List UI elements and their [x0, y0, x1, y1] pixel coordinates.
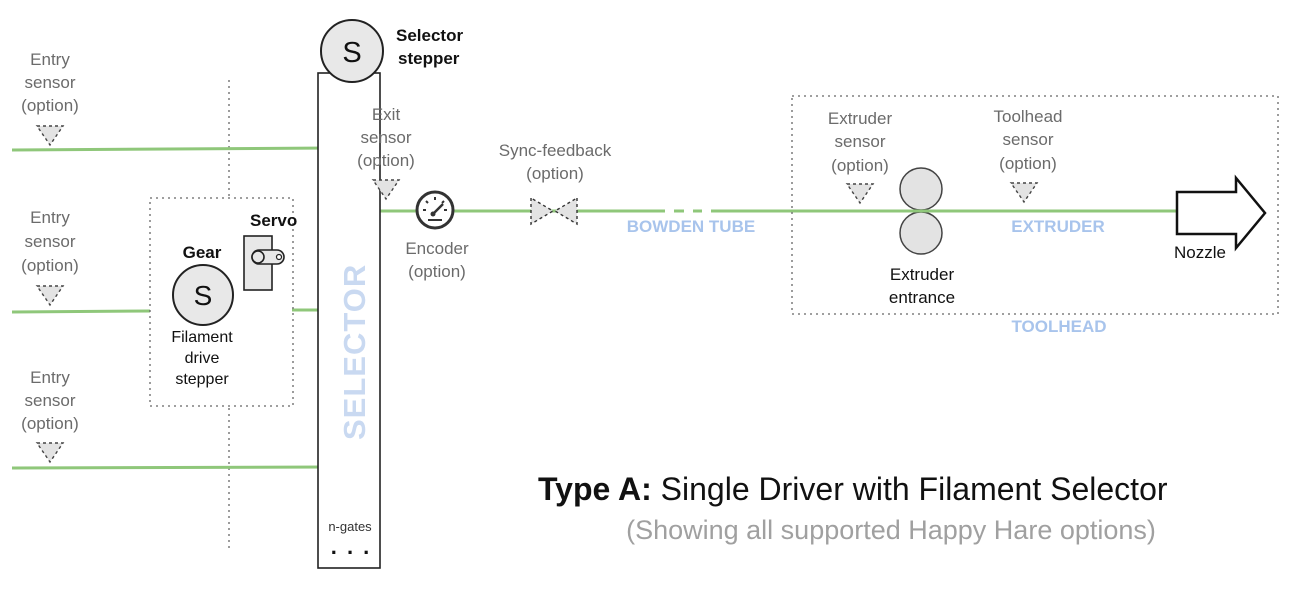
entry-sensor-1-label-line3: (option) — [21, 96, 79, 115]
exit-sensor-icon — [371, 179, 401, 201]
entry-sensor-3-label-line1: Entry — [30, 368, 70, 387]
toolhead-sensor-label-line2: sensor — [1002, 130, 1053, 149]
encoder-gauge-icon — [415, 190, 455, 230]
selector-rail — [317, 72, 381, 569]
entry-sensor-3-icon — [35, 442, 65, 464]
entry-sensor-1-icon — [35, 125, 65, 147]
toolhead-sensor-label-line1: Toolhead — [993, 107, 1062, 126]
selector-stepper-motor-icon: S — [320, 19, 384, 83]
sync-feedback-label-line2: (option) — [526, 164, 584, 183]
extruder-sensor-label-line2: sensor — [834, 132, 885, 151]
diagram-title-prefix: Type A: — [538, 471, 652, 507]
servo-icon — [243, 235, 285, 291]
entry-sensor-1-label-line1: Entry — [30, 50, 70, 69]
entry-sensor-3-label-line3: (option) — [21, 414, 79, 433]
exit-sensor-label-line3: (option) — [357, 151, 415, 170]
diagram-subtitle: (Showing all supported Happy Hare option… — [626, 515, 1156, 545]
gear-label: Gear — [183, 243, 222, 262]
toolhead-sensor-label-line3: (option) — [999, 154, 1057, 173]
sync-feedback-label-line1: Sync-feedback — [499, 141, 612, 160]
selector-gates-label: n-gates — [328, 519, 372, 534]
gear-caption-line3: stepper — [175, 371, 229, 388]
toolhead-sensor-icon — [1009, 182, 1039, 204]
entry-sensor-3: Entry sensor (option) — [21, 368, 79, 464]
diagram-title-text: Single Driver with Filament Selector — [652, 471, 1168, 507]
gear-caption-line2: drive — [185, 350, 220, 367]
nozzle-label: Nozzle — [1174, 243, 1226, 262]
selector-vertical-label: SELECTOR — [337, 264, 372, 440]
filament-path-gate-1 — [11, 146, 332, 152]
entry-sensor-2: Entry sensor (option) — [21, 208, 79, 307]
toolhead-box — [791, 95, 1279, 315]
exit-sensor-label-line1: Exit — [372, 105, 401, 124]
selector-motor-symbol: S — [342, 37, 361, 69]
gear-caption-line1: Filament — [171, 329, 233, 346]
gear-drive-box — [149, 197, 294, 407]
sync-feedback-sensor-icon — [530, 196, 578, 226]
filament-path-gate-2 — [11, 309, 151, 314]
filament-path-gate-3 — [11, 465, 332, 470]
entry-sensor-2-icon — [35, 285, 65, 307]
entry-sensor-2-label-line3: (option) — [21, 256, 79, 275]
entry-sensor-2-label-line2: sensor — [24, 232, 75, 251]
extruder-sensor-label-line1: Extruder — [828, 109, 893, 128]
entry-sensor-2-label-line1: Entry — [30, 208, 70, 227]
encoder-label-line2: (option) — [408, 262, 466, 281]
gear-motor-symbol: S — [194, 280, 213, 311]
bowden-tube-label: BOWDEN TUBE — [627, 217, 755, 236]
selector-gates-dots: . . . — [331, 534, 372, 559]
exit-sensor-label-line2: sensor — [360, 128, 411, 147]
extruder-label: EXTRUDER — [1011, 217, 1105, 236]
selector-stepper-label-line1: Selector — [396, 26, 463, 45]
diagram-title: Type A: Single Driver with Filament Sele… — [538, 471, 1168, 507]
extruder-sensor-icon — [845, 183, 875, 205]
entry-sensor-1-label-line2: sensor — [24, 73, 75, 92]
extruder-entrance-label-line1: Extruder — [890, 265, 955, 284]
toolhead-label: TOOLHEAD — [1011, 317, 1106, 336]
gear-stepper-motor-icon: S — [172, 264, 234, 326]
entry-sensor-3-label-line2: sensor — [24, 391, 75, 410]
servo-label: Servo — [250, 211, 297, 230]
nozzle-arrow-icon — [1175, 174, 1267, 252]
encoder-label-line1: Encoder — [405, 239, 469, 258]
entry-sensor-1: Entry sensor (option) — [21, 50, 79, 147]
selector-stepper-label-line2: stepper — [398, 49, 460, 68]
extruder-entrance-label-line2: entrance — [889, 288, 955, 307]
extruder-sensor-label-line3: (option) — [831, 156, 889, 175]
